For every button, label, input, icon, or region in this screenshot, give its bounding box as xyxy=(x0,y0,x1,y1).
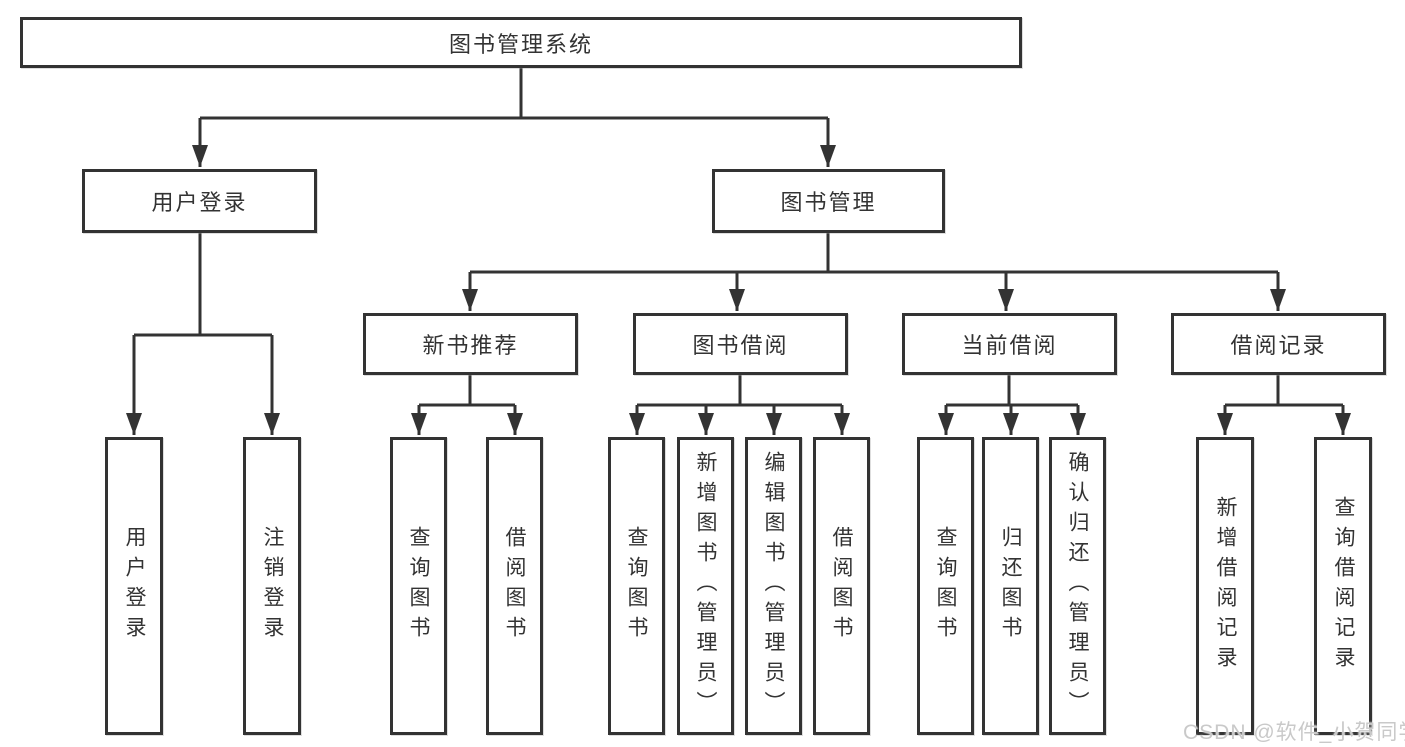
leaf-query-books-recommend: 查询图书 xyxy=(390,437,447,735)
leaf-edit-book-admin: 编辑图书（管理员） xyxy=(745,437,802,735)
node-new-book-recommend: 新书推荐 xyxy=(363,313,578,375)
node-book-management: 图书管理 xyxy=(712,169,945,233)
leaf-add-borrow-record: 新增借阅记录 xyxy=(1196,437,1254,735)
leaf-confirm-return-admin: 确认归还（管理员） xyxy=(1049,437,1106,735)
leaf-logout: 注销登录 xyxy=(243,437,301,735)
node-book-borrowing: 图书借阅 xyxy=(633,313,848,375)
node-library-management-system: 图书管理系统 xyxy=(20,17,1022,68)
leaf-query-borrow-record: 查询借阅记录 xyxy=(1314,437,1372,735)
leaf-user-login: 用户登录 xyxy=(105,437,163,735)
leaf-borrow-books-recommend: 借阅图书 xyxy=(486,437,543,735)
leaf-query-books-current: 查询图书 xyxy=(917,437,974,735)
node-borrowing-records: 借阅记录 xyxy=(1171,313,1386,375)
csdn-watermark: CSDN @软件_小贺同学 xyxy=(1183,721,1405,744)
leaf-add-book-admin: 新增图书（管理员） xyxy=(677,437,734,735)
node-current-borrowing: 当前借阅 xyxy=(902,313,1117,375)
node-user-login: 用户登录 xyxy=(82,169,317,233)
leaf-return-book: 归还图书 xyxy=(982,437,1039,735)
leaf-query-books-borrowing: 查询图书 xyxy=(608,437,665,735)
leaf-borrow-books-borrowing: 借阅图书 xyxy=(813,437,870,735)
